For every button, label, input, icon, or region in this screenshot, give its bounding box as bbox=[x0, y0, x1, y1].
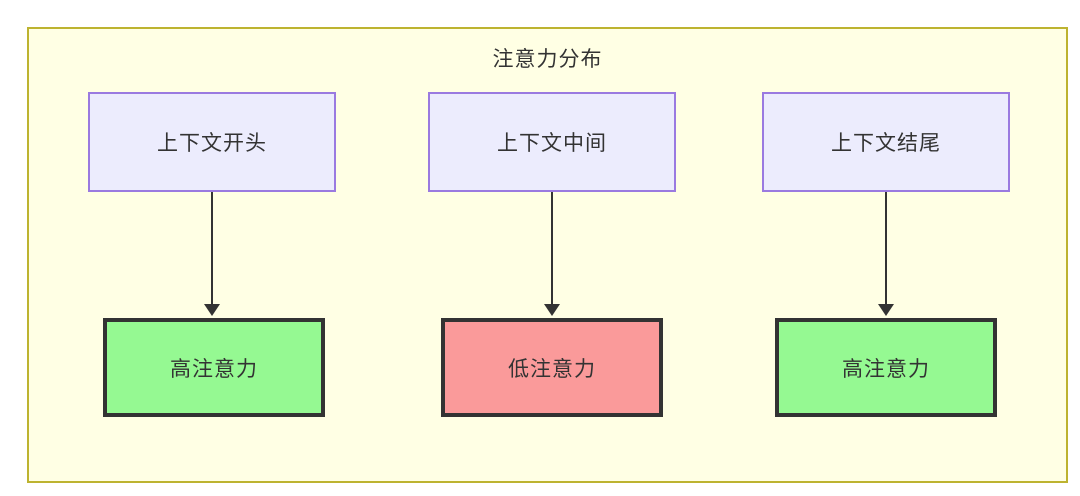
node-attention-high-start[interactable]: 高注意力 bbox=[103, 318, 325, 417]
node-label: 上下文结尾 bbox=[831, 132, 941, 155]
edge-context-start-to-attention bbox=[211, 192, 213, 306]
edge-context-middle-to-attention bbox=[551, 192, 553, 306]
node-label: 上下文中间 bbox=[497, 132, 607, 155]
node-label: 低注意力 bbox=[508, 357, 596, 381]
node-context-start[interactable]: 上下文开头 bbox=[88, 92, 336, 192]
arrow-head-icon bbox=[878, 304, 894, 316]
node-context-end[interactable]: 上下文结尾 bbox=[762, 92, 1010, 192]
arrow-head-icon bbox=[544, 304, 560, 316]
edge-context-end-to-attention bbox=[885, 192, 887, 306]
node-attention-low-middle[interactable]: 低注意力 bbox=[441, 318, 663, 417]
node-context-middle[interactable]: 上下文中间 bbox=[428, 92, 676, 192]
node-label: 高注意力 bbox=[170, 357, 258, 381]
node-label: 上下文开头 bbox=[157, 132, 267, 155]
subgraph-title: 注意力分布 bbox=[492, 48, 603, 71]
arrow-head-icon bbox=[204, 304, 220, 316]
node-attention-high-end[interactable]: 高注意力 bbox=[775, 318, 997, 417]
node-label: 高注意力 bbox=[842, 357, 930, 381]
